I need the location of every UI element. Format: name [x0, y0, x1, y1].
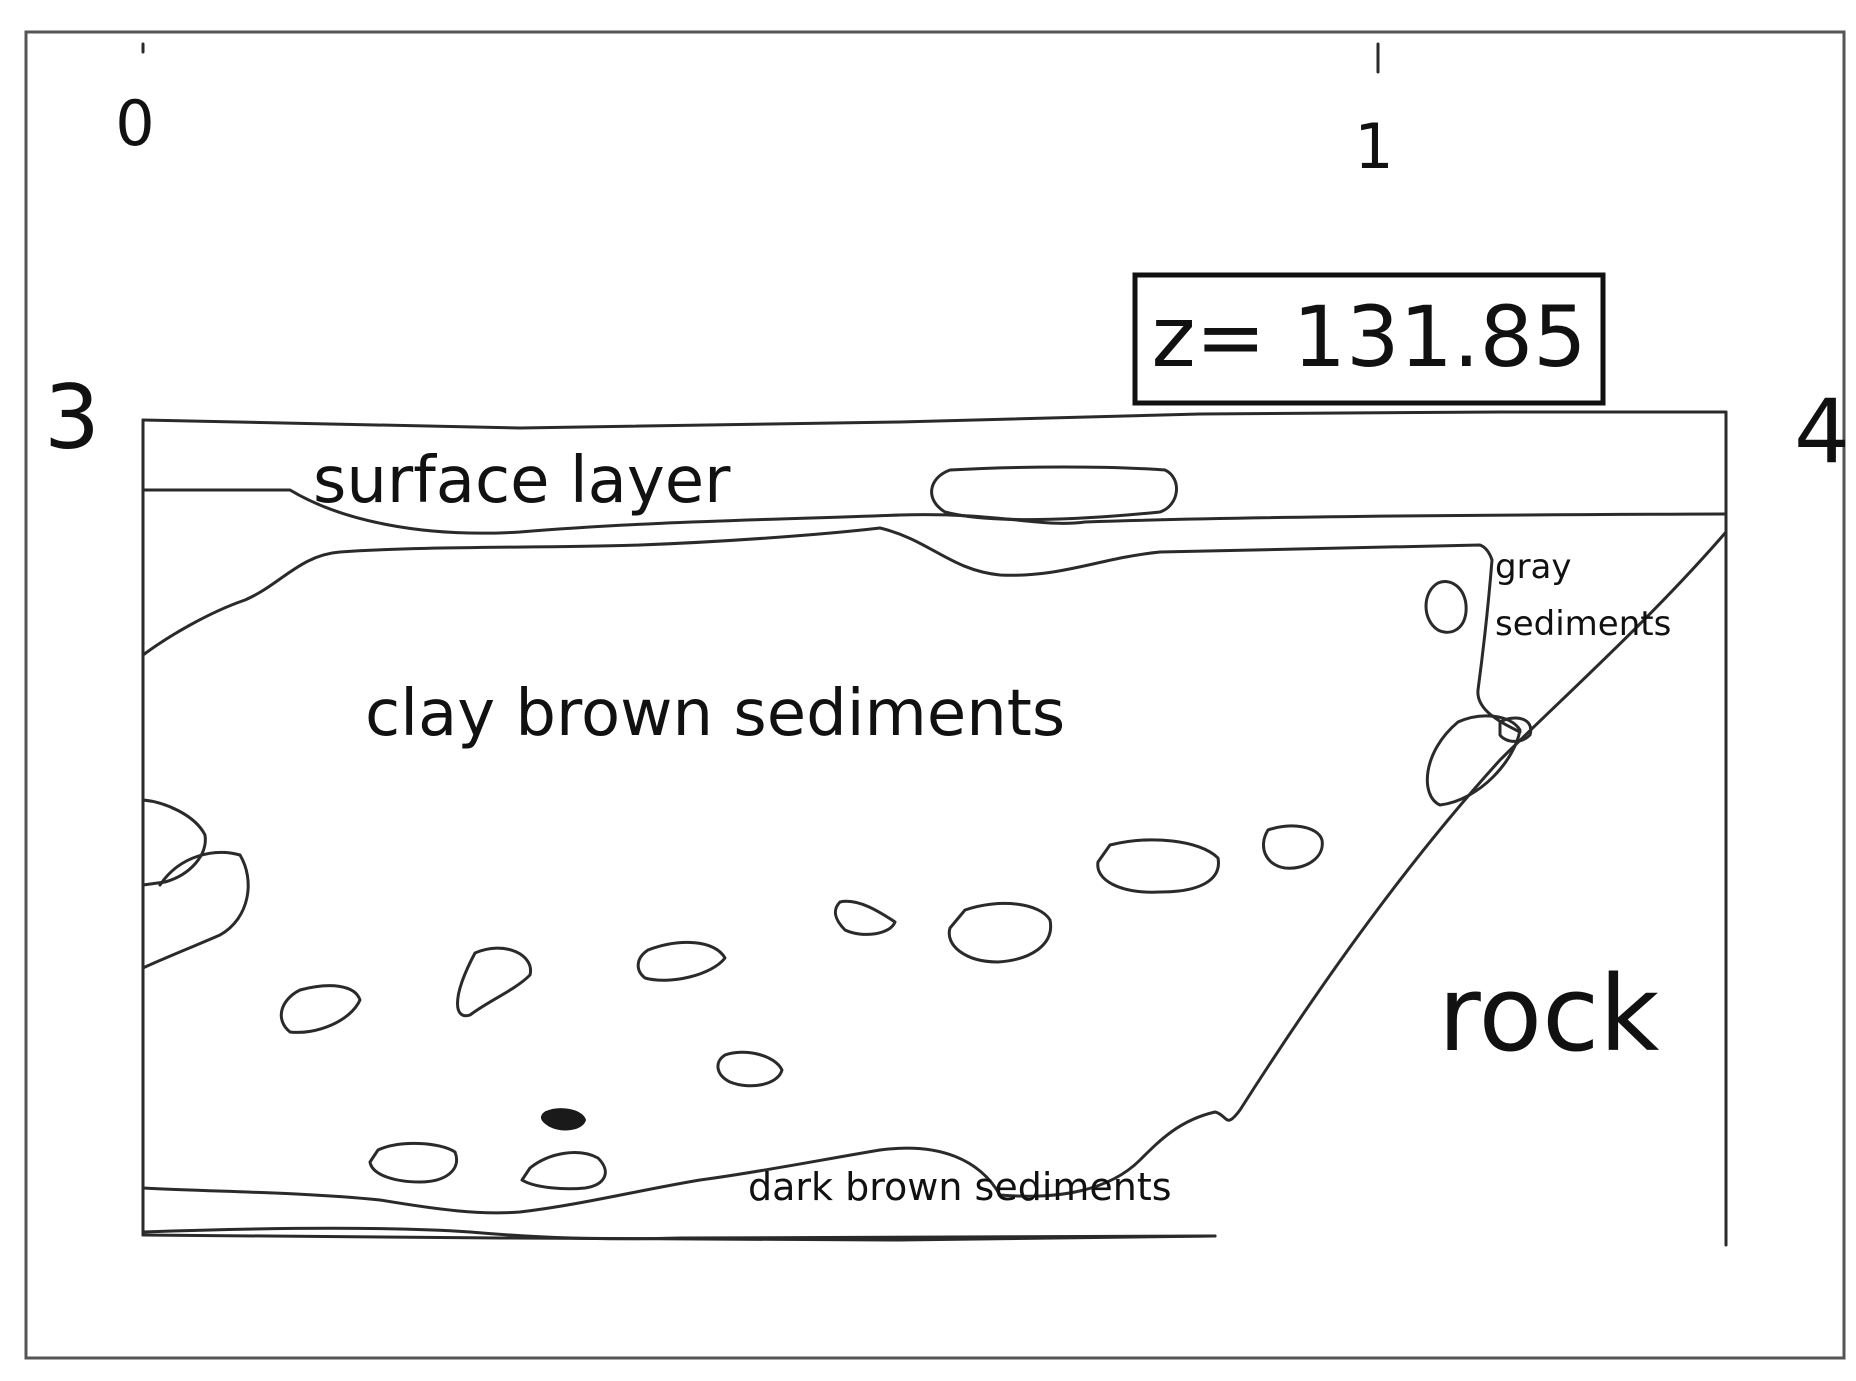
- gray-clast-upper: [1424, 580, 1468, 634]
- gray-clast-lower: [1425, 714, 1522, 807]
- elevation-box: [1132, 272, 1606, 406]
- section-top-boundary: [141, 410, 1728, 430]
- clay-layer-upper-boundary: [141, 526, 1494, 657]
- gray-clast-lower-2: [1498, 716, 1533, 743]
- surface-lens: [930, 465, 1178, 522]
- clast-3: [636, 940, 727, 982]
- clast-8: [716, 1050, 784, 1088]
- clast-4: [833, 899, 897, 936]
- clast-9: [540, 1108, 587, 1131]
- rock-boundary: [998, 530, 1728, 1198]
- clast-5: [947, 901, 1053, 964]
- gray-sediments-boundary: [1476, 558, 1522, 734]
- clast-7: [1262, 824, 1324, 870]
- clast-2: [456, 946, 532, 1018]
- scale-label-1: 1: [1354, 110, 1393, 183]
- corner-label-right: 4: [1794, 380, 1850, 483]
- clast-1: [279, 984, 362, 1034]
- dark-brown-lower-boundary: [141, 1226, 1217, 1241]
- gray-sediments-label-line1: gray: [1495, 547, 1572, 587]
- elevation-label: z= 131.85: [1151, 288, 1586, 386]
- figure-frame: [24, 30, 1846, 1360]
- gray-sediments-label-line2: sediments: [1495, 604, 1671, 644]
- dark-brown-upper-boundary: [141, 1146, 1002, 1215]
- dark-brown-sediments-label: dark brown sediments: [748, 1165, 1172, 1209]
- surface-layer-boundary: [141, 488, 1728, 535]
- clast-6: [1096, 838, 1220, 894]
- surface-layer-label: surface layer: [313, 444, 731, 518]
- rock-label: rock: [1438, 953, 1660, 1075]
- clast-10: [368, 1142, 458, 1184]
- clast-11: [520, 1151, 607, 1191]
- clay-brown-sediments-label: clay brown sediments: [365, 677, 1065, 751]
- left-edge-clast-b: [141, 851, 250, 970]
- scale-label-0: 0: [115, 87, 154, 160]
- corner-label-left: 3: [44, 366, 100, 469]
- left-edge-clast-a: [141, 798, 207, 887]
